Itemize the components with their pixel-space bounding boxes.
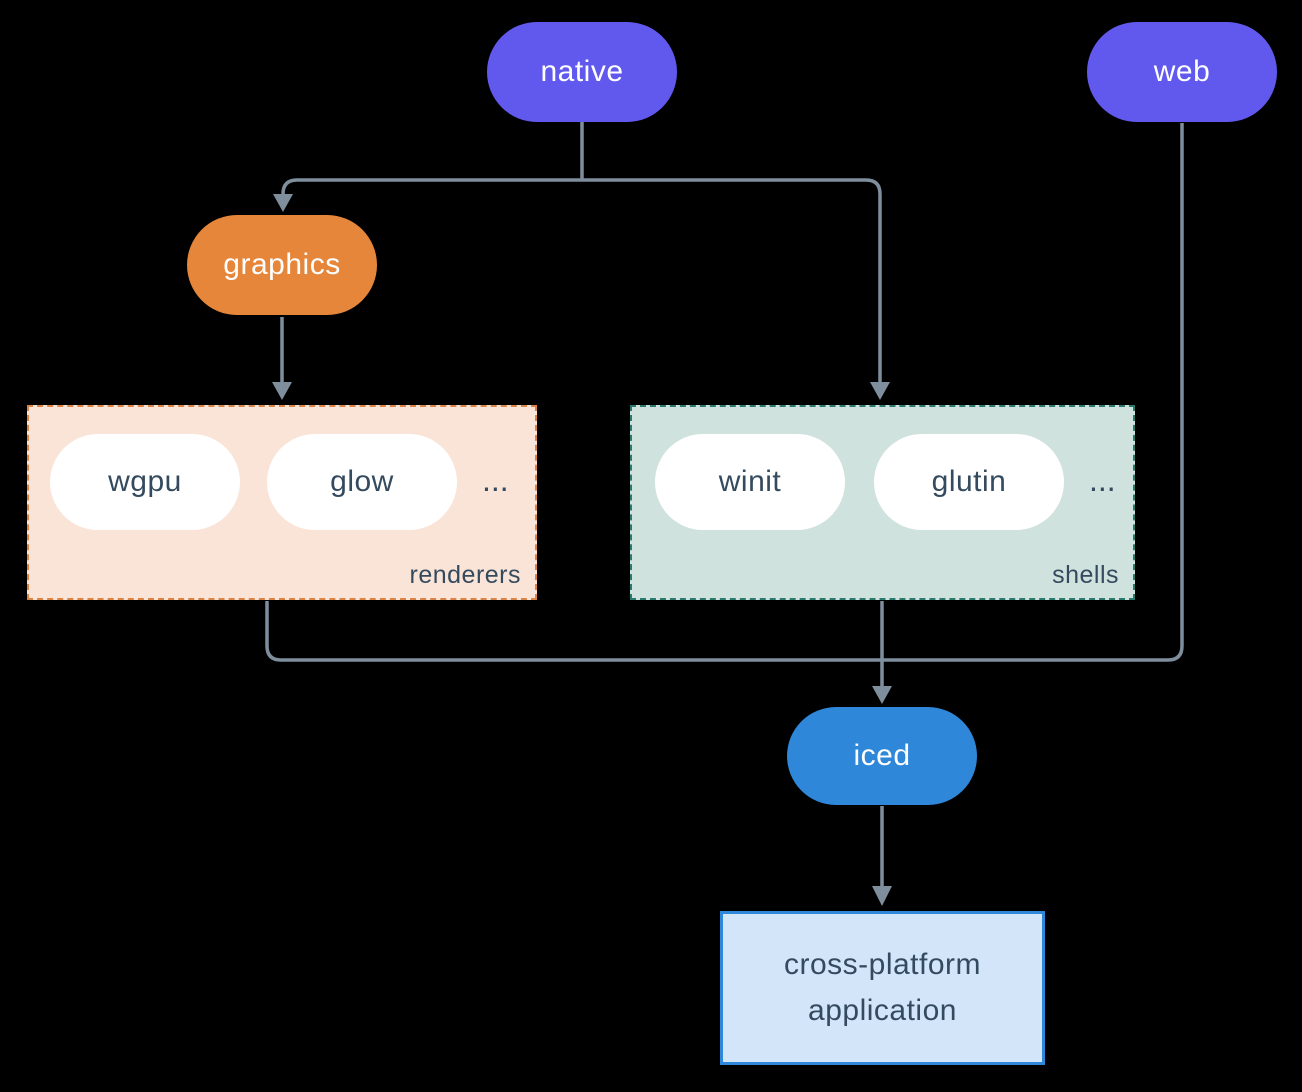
node-web: web [1087, 22, 1277, 122]
app-label-line1: cross-platform [784, 942, 981, 989]
arrowhead-to-app [872, 886, 892, 906]
arrowhead-to-graphics [273, 194, 293, 212]
node-iced-label: iced [853, 739, 910, 773]
arrowhead-to-shells [870, 382, 890, 400]
node-native: native [487, 22, 677, 122]
group-shells: winit glutin ... shells [630, 405, 1135, 600]
node-iced: iced [787, 707, 977, 805]
node-glow-label: glow [330, 465, 394, 499]
node-winit-label: winit [719, 465, 782, 499]
node-native-label: native [540, 55, 623, 89]
app-label-line2: application [808, 988, 957, 1035]
node-wgpu: wgpu [50, 434, 240, 530]
group-renderers-label: renderers [410, 561, 522, 590]
node-web-label: web [1154, 55, 1211, 89]
node-glutin-label: glutin [932, 465, 1007, 499]
node-winit: winit [655, 434, 845, 530]
node-graphics-label: graphics [223, 248, 340, 282]
arrowhead-to-renderers [272, 382, 292, 400]
node-glutin: glutin [874, 434, 1064, 530]
arrowhead-to-iced [872, 686, 892, 704]
node-graphics: graphics [187, 215, 377, 315]
node-glow: glow [267, 434, 457, 530]
group-renderers: wgpu glow ... renderers [27, 405, 537, 600]
node-cross-platform-application: cross-platform application [720, 911, 1045, 1065]
shells-ellipsis: ... [1089, 462, 1116, 499]
node-wgpu-label: wgpu [108, 465, 182, 499]
group-shells-label: shells [1052, 561, 1119, 590]
renderers-ellipsis: ... [482, 462, 509, 499]
